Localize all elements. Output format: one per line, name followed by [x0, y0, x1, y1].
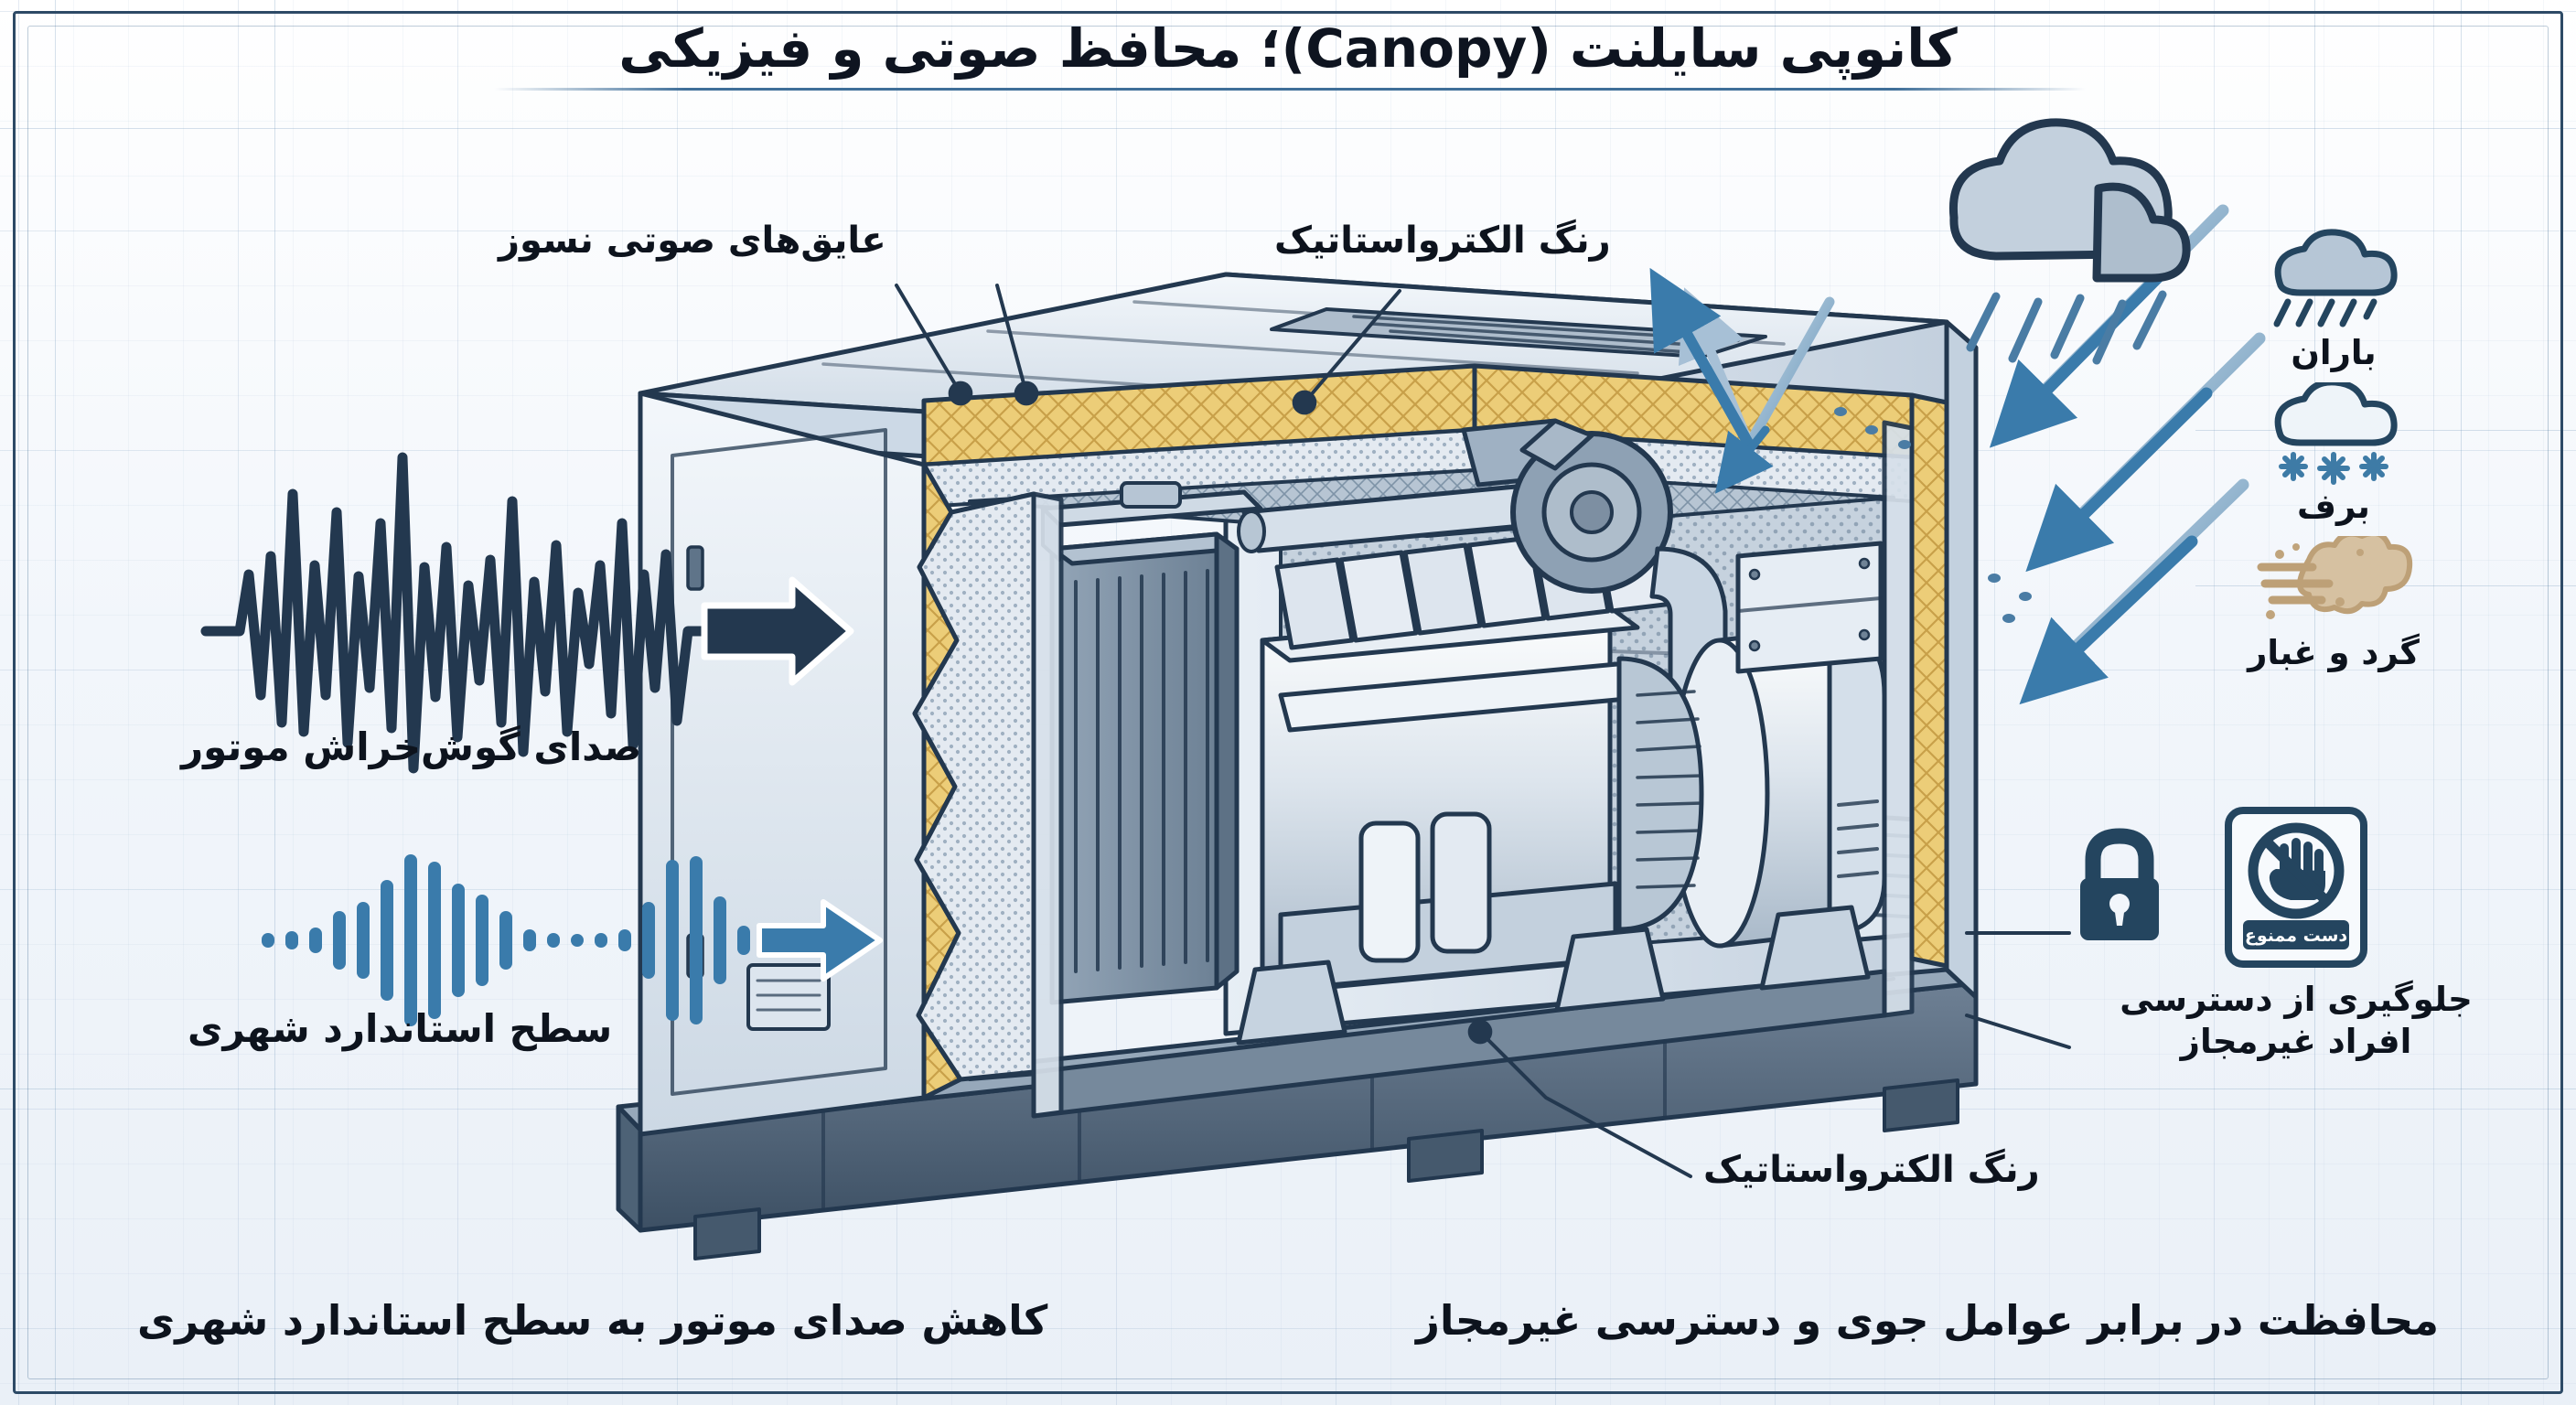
callout-paint-bottom-label: رنگ الکترواستاتیک	[1703, 1149, 2040, 1191]
weather-item-snow: برف	[2228, 382, 2439, 526]
footer-left-statement: کاهش صدای موتور به سطح استاندارد شهری	[137, 1296, 1048, 1345]
attenuated-sound-waveform	[262, 854, 883, 1026]
weather-dust-label: گرد و غبار	[2248, 633, 2420, 672]
callout-paint-top-label: رنگ الکترواستاتیک	[1274, 220, 1611, 262]
weather-item-rain: باران	[2228, 229, 2439, 372]
weather-rain-label: باران	[2291, 333, 2377, 372]
callout-urban-standard-label: سطح استاندارد شهری	[188, 1006, 613, 1051]
callout-insulation-label: عایق‌های صوتی نسوز	[499, 220, 886, 262]
rain-cloud-icon	[2273, 229, 2398, 327]
poster-inner-frame	[27, 26, 2549, 1379]
lock-icon-wrapper	[2066, 823, 2174, 955]
security-caption-line2: افراد غیرمجاز	[2180, 1022, 2412, 1062]
title-underline	[494, 88, 2086, 91]
weather-item-dust: گرد و غبار	[2228, 536, 2439, 673]
title-block: کانوپی سایلنت (Canopy)؛ محافظ صوتی و فیز…	[0, 17, 2576, 80]
storm-cloud-icon	[1948, 118, 2191, 365]
no-hand-sign-icon: دست ممنوع	[2225, 807, 2367, 968]
no-hand-sign-text: دست ممنوع	[2245, 926, 2348, 946]
security-caption: جلوگیری از دسترسی افراد غیرمجاز	[2104, 979, 2488, 1064]
page-title: کانوپی سایلنت (Canopy)؛ محافظ صوتی و فیز…	[618, 17, 1958, 80]
snow-cloud-icon	[2274, 382, 2398, 485]
weather-icon-column: باران	[2228, 229, 2439, 690]
loud-sound-waveform	[200, 452, 854, 774]
security-caption-line1: جلوگیری از دسترسی	[2120, 980, 2473, 1019]
padlock-icon	[2080, 828, 2159, 940]
security-block: دست ممنوع جلوگیری از دسترسی افراد غیرمجا…	[2104, 805, 2488, 1064]
weather-snow-label: برف	[2297, 487, 2370, 526]
footer-right-statement: محافظت در برابر عوامل جوی و دسترسی غیرمج…	[1416, 1296, 2439, 1345]
callout-engine-noise-label: صدای گوش‌خراش موتور	[181, 724, 642, 769]
poster-outer-frame	[13, 11, 2563, 1394]
dust-wind-icon	[2257, 536, 2413, 619]
